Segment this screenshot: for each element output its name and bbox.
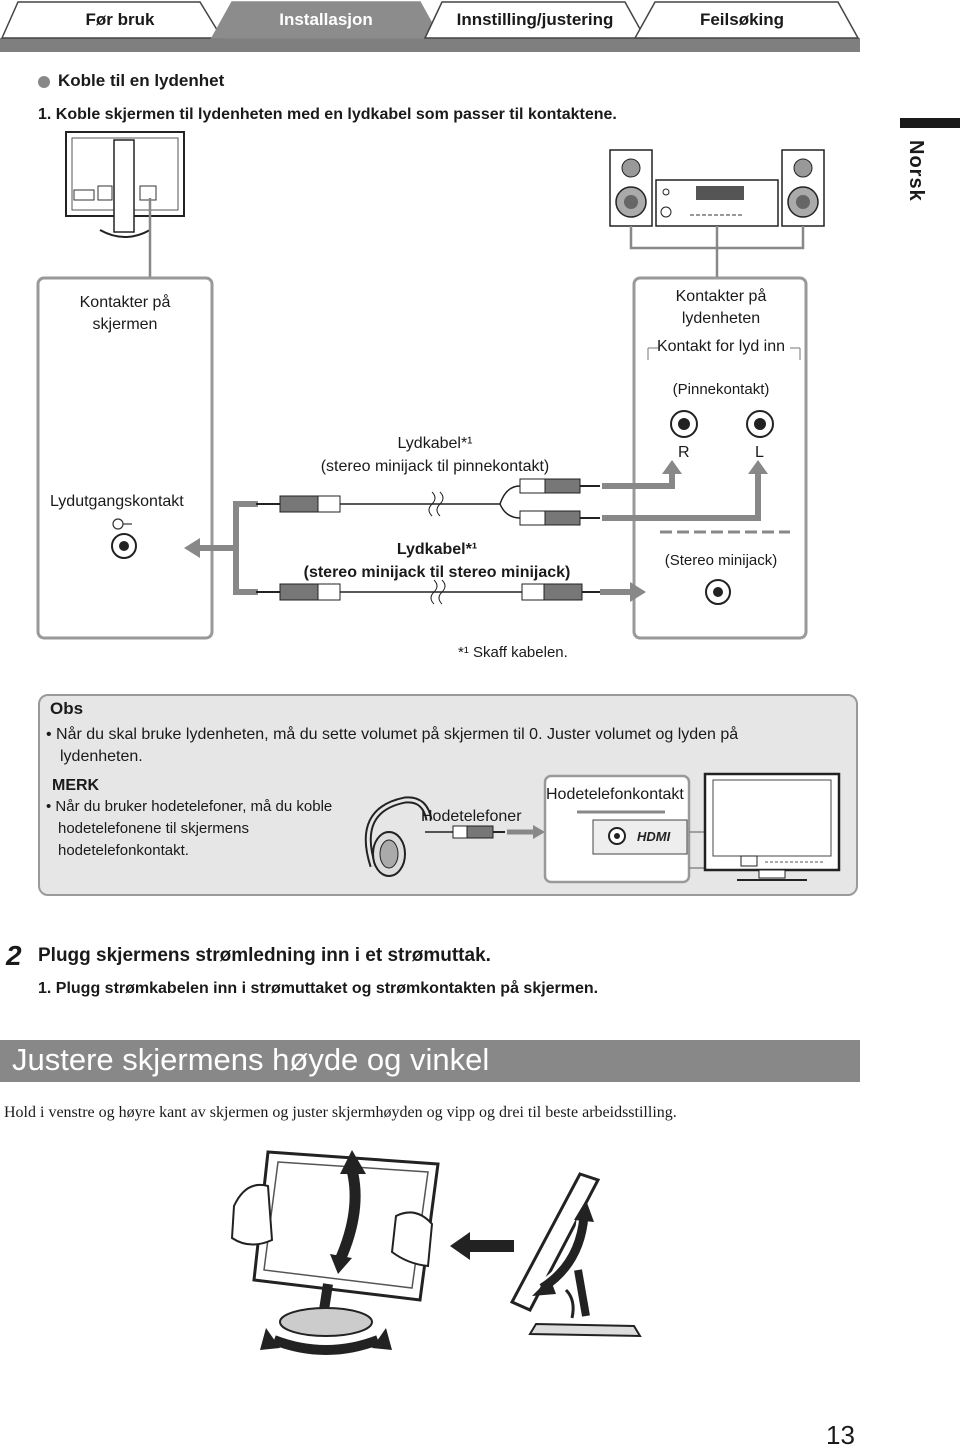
bullet-icon bbox=[38, 76, 50, 88]
r-label: R bbox=[678, 444, 690, 461]
section-banner-title: Justere skjermens høyde og vinkel bbox=[12, 1042, 490, 1077]
line-out-label: Lydutgangskontakt bbox=[50, 493, 184, 510]
cable2-label-line2: (stereo minijack til stereo minijack) bbox=[303, 564, 571, 581]
step-1-text: 1. Koble skjermen til lydenheten med en … bbox=[38, 106, 617, 123]
monitor-front-icon bbox=[703, 772, 841, 881]
audio-connectors-title-line2: lydenheten bbox=[681, 310, 761, 327]
audio-connectors-title-line1: Kontakter på bbox=[675, 288, 767, 305]
cable2-label-line1: Lydkabel*¹ bbox=[396, 541, 478, 558]
language-marker bbox=[900, 118, 960, 128]
arrow-left-icon bbox=[450, 1232, 514, 1260]
monitor-connectors-title-line1: Kontakter på bbox=[79, 294, 171, 311]
merk-text-line1: • Når du bruker hodetelefoner, må du kob… bbox=[46, 798, 333, 815]
cable-minijack-to-minijack bbox=[256, 579, 646, 605]
section-banner bbox=[0, 1040, 860, 1082]
tab-for-bruk[interactable]: Før bruk bbox=[85, 10, 155, 29]
rca-jack-r-icon bbox=[670, 410, 698, 438]
stereo-minijack-audio-icon bbox=[705, 579, 731, 605]
connection-diagram bbox=[36, 131, 825, 640]
l-label: L bbox=[755, 444, 764, 461]
monitor-connectors-title: Kontakter på skjermen bbox=[40, 292, 210, 336]
svg-text:HDMI: HDMI bbox=[637, 829, 671, 844]
language-label: Norsk bbox=[905, 140, 927, 202]
step-2-title: Plugg skjermens strømledning inn i et st… bbox=[38, 945, 491, 966]
merk-text-line3: hodetelefonkontakt. bbox=[58, 842, 189, 859]
step-2-number: 2 bbox=[6, 940, 22, 971]
cable1-label-line2: (stereo minijack til pinnekontakt) bbox=[320, 458, 550, 475]
monitor-tilt-swivel-illustration bbox=[252, 1150, 440, 1357]
tab-bar-shapes bbox=[0, 1, 860, 52]
headphones-icon bbox=[364, 796, 433, 877]
monitor-connectors-title-line2: skjermen bbox=[92, 316, 158, 333]
pin-jack-label: (Pinnekontakt) bbox=[672, 381, 770, 398]
tab-feilsoking[interactable]: Feilsøking bbox=[699, 10, 785, 29]
headphones-label: Hodetelefoner bbox=[421, 808, 522, 825]
footnote: *¹ Skaff kabelen. bbox=[458, 644, 568, 661]
headphone-diagram: HDMI bbox=[364, 772, 841, 884]
page-number: 13 bbox=[826, 1420, 855, 1450]
tab-bar: Før bruk Installasjon Innstilling/juster… bbox=[0, 0, 860, 52]
obs-text-line1: • Når du skal bruke lydenheten, må du se… bbox=[46, 726, 739, 743]
line-out-jack-icon bbox=[111, 518, 137, 559]
adjust-illustration bbox=[230, 1150, 642, 1357]
hdmi-logo-icon: HDMI bbox=[637, 829, 671, 844]
monitor-rear-illustration bbox=[65, 131, 185, 278]
headphone-jack-label: Hodetelefonkontakt bbox=[546, 786, 684, 803]
hand-right-icon bbox=[390, 1211, 434, 1268]
obs-title: Obs bbox=[50, 699, 84, 718]
cable1-label-line1: Lydkabel*¹ bbox=[397, 435, 473, 452]
rca-jack-l-icon bbox=[746, 410, 774, 438]
merk-text-line2: hodetelefonene til skjermens bbox=[58, 820, 249, 837]
monitor-side-illustration bbox=[509, 1172, 642, 1338]
audio-connectors-title: Kontakter på lydenheten bbox=[636, 286, 806, 330]
tab-installasjon[interactable]: Installasjon bbox=[279, 10, 373, 29]
obs-text-line2: lydenheten. bbox=[60, 748, 143, 765]
merk-title: MERK bbox=[52, 777, 100, 794]
stereo-minijack-label: (Stereo minijack) bbox=[664, 552, 778, 569]
adjust-instructions: Hold i venstre og høyre kant av skjermen… bbox=[4, 1104, 677, 1121]
step-2-sub: 1. Plugg strømkabelen inn i strømuttaket… bbox=[38, 980, 599, 997]
audio-system-illustration bbox=[609, 149, 825, 278]
cable-minijack-to-rca bbox=[256, 478, 600, 526]
cable2-label: Lydkabel*¹ (stereo minijack til stereo m… bbox=[272, 538, 602, 584]
cable1-label: Lydkabel*¹ (stereo minijack til pinnekon… bbox=[280, 432, 590, 478]
tab-innstilling[interactable]: Innstilling/justering bbox=[456, 10, 614, 29]
section-title: Koble til en lydenhet bbox=[58, 71, 225, 90]
hand-left-icon bbox=[230, 1184, 274, 1246]
audio-in-label: Kontakt for lyd inn bbox=[656, 338, 786, 355]
